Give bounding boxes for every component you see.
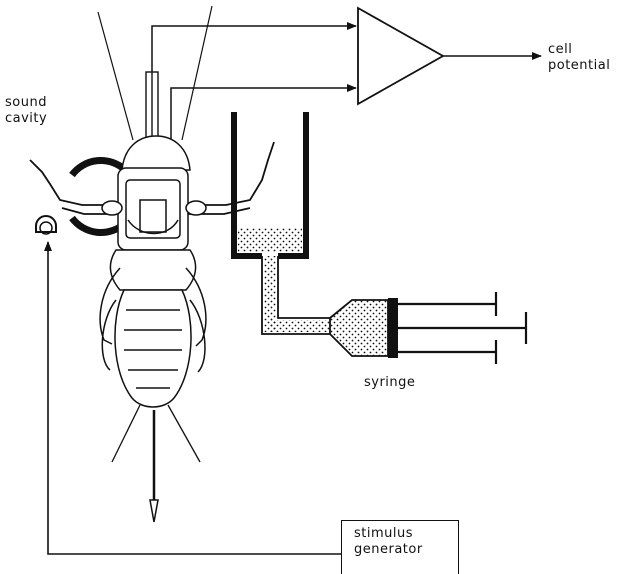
sound-cavity-label: sound cavity — [5, 95, 47, 127]
stimulus-generator-label-line2: generator — [354, 542, 423, 558]
stimulus-generator-label: stimulus generator — [354, 526, 423, 558]
electrode-leads — [152, 26, 356, 150]
fluid-tube — [262, 256, 330, 334]
syringe — [330, 292, 526, 364]
cell-potential-label-line2: potential — [548, 58, 610, 74]
cricket — [30, 136, 274, 522]
cell-potential-label-line1: cell — [548, 42, 610, 58]
stimulus-line — [48, 242, 341, 554]
cell-potential-label: cell potential — [548, 42, 610, 74]
fluid-reservoir — [234, 112, 306, 256]
syringe-label: syringe — [364, 375, 415, 391]
stimulus-generator-label-line1: stimulus — [354, 526, 423, 542]
sound-cavity-label-line2: cavity — [5, 111, 47, 127]
sound-cavity-label-line1: sound — [5, 95, 47, 111]
amplifier — [358, 8, 443, 104]
